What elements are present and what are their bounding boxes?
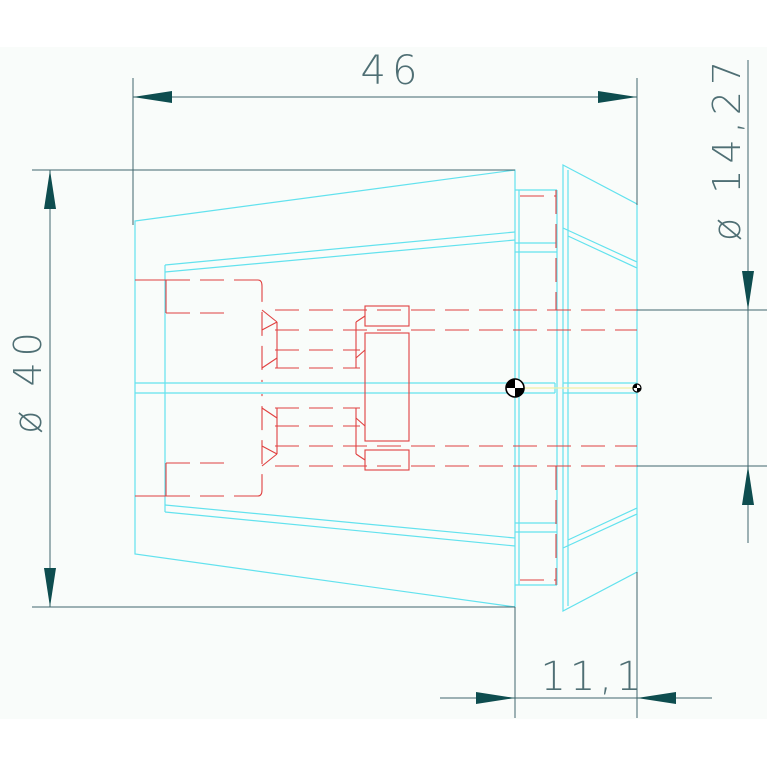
hidden-solids [135,279,410,497]
center-marker-large [505,378,525,398]
dimension-bore-diameter: ø 14,27 [705,55,749,241]
hidden-lines [166,190,637,585]
dimension-outer-diameter: ø 40 [6,326,50,434]
dimension-overall-length: 46 [361,48,424,94]
dimension-nose-length: 11,1 [540,654,645,700]
dimension-arrows [44,91,754,704]
center-marker-small [632,383,642,393]
